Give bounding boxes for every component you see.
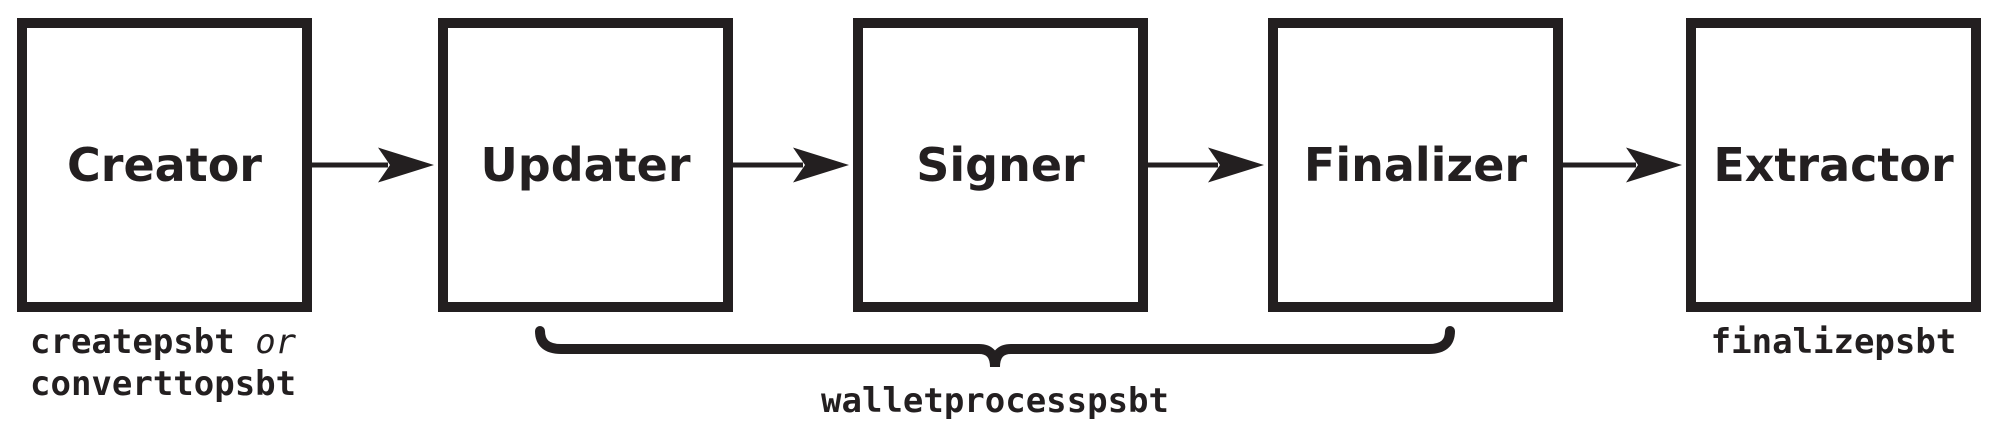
creator-caption: createpsbt or converttopsbt — [30, 321, 296, 405]
creator-command-1: createpsbt — [30, 322, 235, 362]
stage-label-signer: Signer — [916, 138, 1085, 192]
arrow-right-icon — [1563, 145, 1686, 185]
arrow-right-icon — [733, 145, 853, 185]
stage-box-extractor: Extractor — [1686, 18, 1981, 312]
stage-box-creator: Creator — [17, 18, 312, 312]
underbrace-icon — [535, 326, 1455, 374]
creator-command-2: converttopsbt — [30, 364, 297, 404]
stage-box-signer: Signer — [853, 18, 1148, 312]
extractor-caption: finalizepsbt — [1710, 322, 1957, 362]
creator-conjunction: or — [255, 322, 297, 362]
stage-label-updater: Updater — [480, 138, 691, 192]
stage-label-finalizer: Finalizer — [1303, 138, 1528, 192]
arrow-right-icon — [1148, 145, 1268, 185]
stage-box-updater: Updater — [438, 18, 733, 312]
group-command-caption: walletprocesspsbt — [821, 381, 1169, 421]
stage-label-extractor: Extractor — [1713, 138, 1954, 192]
stage-label-creator: Creator — [67, 138, 262, 192]
stage-box-finalizer: Finalizer — [1268, 18, 1563, 312]
arrow-right-icon — [312, 145, 438, 185]
creator-caption-line1: createpsbt or — [30, 321, 296, 363]
